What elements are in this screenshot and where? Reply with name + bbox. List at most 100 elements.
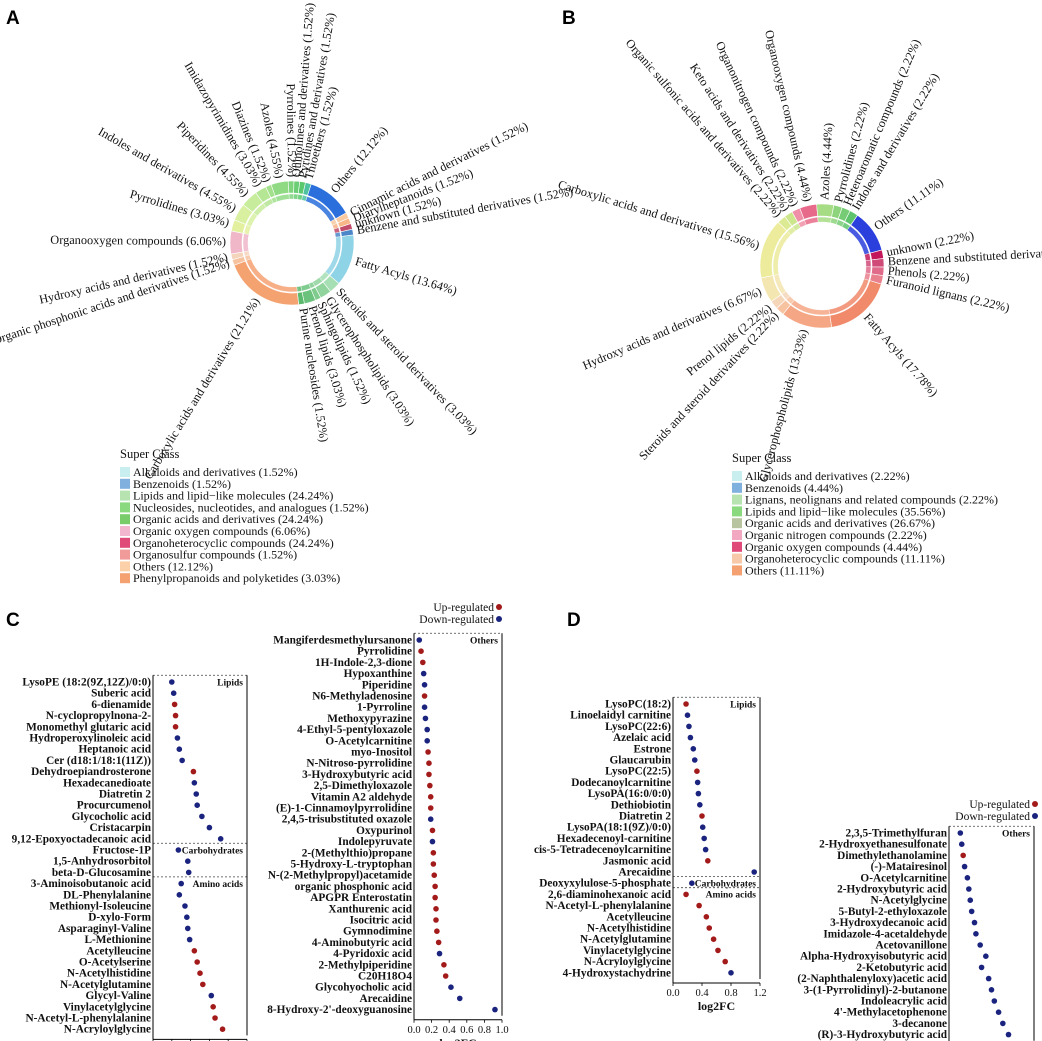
fold-change-dot xyxy=(178,880,184,887)
ring-inner-segment xyxy=(301,194,308,202)
fold-change-dot xyxy=(219,1026,226,1032)
metabolite-label: LysoPC(22:6) xyxy=(605,721,671,733)
fold-change-dot xyxy=(728,970,734,976)
fold-change-dot xyxy=(435,939,442,946)
metabolite-label: Heptanoic acid xyxy=(79,744,152,756)
fold-change-dot xyxy=(694,768,700,774)
metabolite-label: 5-Hydroxy-L-tryptophan xyxy=(290,859,412,871)
metabolite-label: beta-D-Glucosamine xyxy=(52,867,151,879)
legend-entry: Organic oxygen compounds (6.06%) xyxy=(133,524,310,538)
fold-change-dot xyxy=(702,846,709,853)
x-axis-title: log2FC xyxy=(698,999,735,1013)
fold-change-dot xyxy=(421,682,428,688)
metabolite-label: (2-Naphthalenyloxy)acetic acid xyxy=(797,973,947,985)
fold-change-dot xyxy=(690,746,697,752)
metabolite-label: Estrone xyxy=(634,743,671,755)
legend-swatch xyxy=(732,482,742,493)
metabolite-label: Glaucarubin xyxy=(609,755,671,767)
fold-change-dot xyxy=(701,835,707,842)
ring-segment-label: Fatty Acyls (13.64%) xyxy=(354,254,459,298)
metabolite-label: 3-Hydroxybutyric acid xyxy=(302,769,413,781)
legend-entry: Organic oxygen compounds (4.44%) xyxy=(745,540,922,554)
legend-entry: Organoheterocyclic compounds (24.24%) xyxy=(133,536,334,550)
metabolite-label: Glycohyocholic acid xyxy=(315,982,413,994)
metabolite-label: Dehydroepiandrosterone xyxy=(31,766,151,778)
fold-change-dot xyxy=(179,757,185,764)
legend-entry: Lignans, neolignans and related compound… xyxy=(745,493,998,507)
metabolite-label: Gymnodimine xyxy=(343,926,412,938)
metabolite-label: N-Acetylhistidine xyxy=(587,923,671,935)
legend-swatch xyxy=(120,502,130,513)
group-label: Lipids xyxy=(730,700,756,710)
group-label: Carbohydrates xyxy=(182,846,244,856)
fold-change-dot xyxy=(971,919,978,926)
metabolite-label: Linoelaidyl carnitine xyxy=(570,710,671,722)
fold-change-dot xyxy=(424,738,431,744)
fold-change-dot xyxy=(988,987,995,993)
metabolite-label: Hypoxanthine xyxy=(344,668,412,680)
legend-title: Super Class xyxy=(120,447,180,461)
legend-down-dot xyxy=(496,616,502,622)
metabolite-label: Arecaidine xyxy=(618,867,671,879)
metabolite-label: N-Acryloylglycine xyxy=(584,956,671,968)
fold-change-dot xyxy=(689,880,695,886)
metabolite-label: Isocitric acid xyxy=(350,915,413,927)
legend-swatch xyxy=(120,467,130,477)
fold-change-dot xyxy=(194,802,200,808)
metabolite-label: N-cyclopropylnona-2- xyxy=(46,710,151,722)
fold-change-dot xyxy=(422,715,429,722)
fold-change-dot xyxy=(715,947,721,954)
legend-entry: Organic acids and derivatives (26.67%) xyxy=(745,516,935,530)
metabolite-label: N6-Methyladenosine xyxy=(312,691,412,703)
fold-change-dot xyxy=(199,813,205,820)
legend-swatch xyxy=(732,494,742,505)
metabolite-label: LysoPA(16:0/0:0) xyxy=(588,788,671,800)
ring-segment xyxy=(816,203,835,218)
ring-inner-segment xyxy=(288,193,294,200)
legend-entry: Organic acids and derivatives (24.24%) xyxy=(133,512,323,526)
metabolite-label: Arecaidine xyxy=(359,993,412,1005)
metabolite-label: (E)-1-Cinnamoylpyrrolidine xyxy=(276,803,412,815)
metabolite-label: Vinylacetylglycine xyxy=(63,1001,151,1013)
ring-segment xyxy=(302,182,312,196)
legend-swatch xyxy=(732,518,742,529)
panel-label-a: A xyxy=(6,8,20,29)
ring-segment-label: Azoles (4.44%) xyxy=(817,123,835,201)
metabolite-label: 4-Ethyl-5-pentyloxazole xyxy=(297,724,412,736)
metabolite-label: 3-Hydroxydecanoic acid xyxy=(830,917,948,929)
x-tick-label: 1.0 xyxy=(495,1025,508,1036)
metabolite-label: N-Acetylglycine xyxy=(870,895,947,907)
fold-change-dot xyxy=(995,1009,1002,1015)
legend-swatch xyxy=(120,537,130,548)
fold-change-dot xyxy=(421,693,428,699)
metabolite-label: Glycyl-Valine xyxy=(86,990,151,1002)
metabolite-label: LysoPC(18:2) xyxy=(605,699,671,711)
fold-change-dot xyxy=(695,790,702,797)
fold-change-dot xyxy=(184,914,190,920)
fold-change-dot xyxy=(427,816,434,822)
fold-change-dot xyxy=(710,936,717,942)
fold-change-dot xyxy=(978,964,985,971)
legend-entry: Organosulfur compounds (1.52%) xyxy=(133,548,297,562)
panel-label-b: B xyxy=(562,8,576,29)
ring-inner-segment xyxy=(841,222,851,231)
metabolite-label: Indoleacrylic acid xyxy=(861,996,948,1008)
legend-up-label: Up-regulated xyxy=(433,602,494,614)
metabolite-label: LysoPA(18:1(9Z)/0:0) xyxy=(567,822,671,834)
metabolite-label: 4-Hydroxystachydrine xyxy=(563,967,671,979)
metabolite-label: O-Acetylserine xyxy=(79,957,151,969)
metabolite-label: N-Nitroso-pyrrolidine xyxy=(306,758,412,770)
group-label: Lipids xyxy=(217,678,243,688)
ring-segment-label: Others (11.11%) xyxy=(871,175,945,233)
fold-change-dot xyxy=(176,892,183,898)
x-tick-label: 0.8 xyxy=(478,1025,491,1036)
fold-change-dot xyxy=(416,637,423,643)
ring-segment-label: Others (12.12%) xyxy=(328,124,391,196)
ring-inner-segment xyxy=(296,285,303,292)
fold-change-dot xyxy=(193,791,200,797)
metabolite-label: 2,6-diaminohexanoic acid xyxy=(548,889,672,901)
fold-change-dot xyxy=(432,883,438,890)
ring-segment xyxy=(287,180,295,194)
fold-change-dot xyxy=(212,1015,218,1021)
ring-segment xyxy=(871,258,885,268)
